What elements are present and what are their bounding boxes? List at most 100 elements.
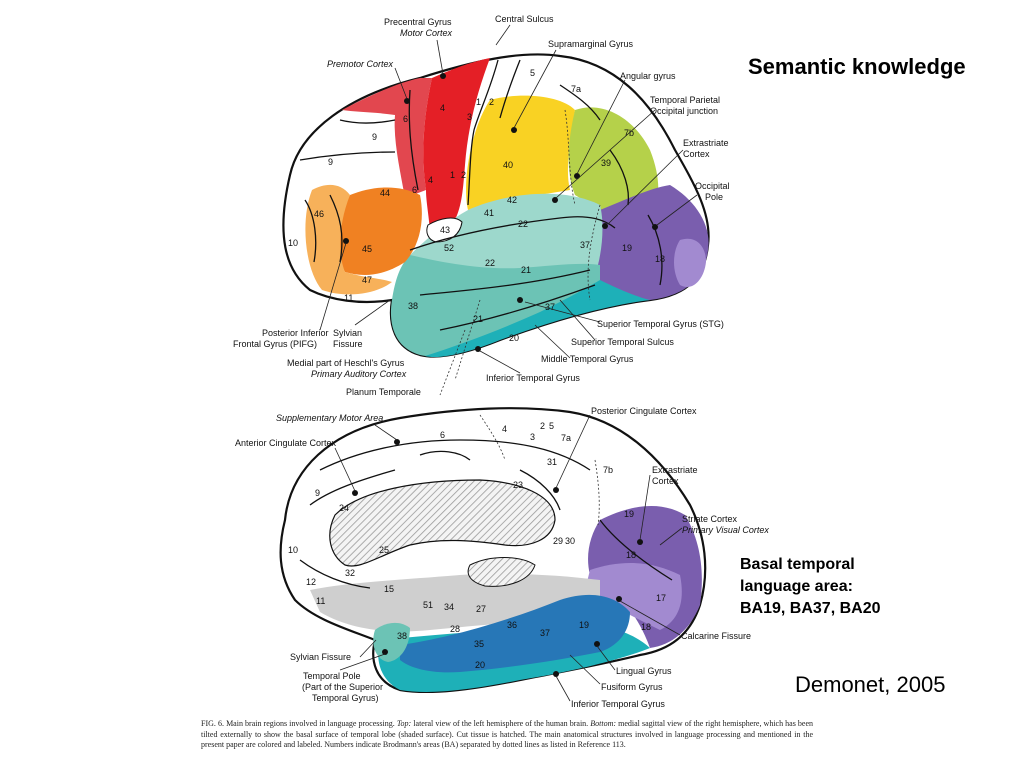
label-itg-medial: Inferior Temporal Gyrus [571,699,665,709]
medial-view: 6 4 2 5 3 7a 31 23 7b 9 24 10 32 25 12 1… [235,406,769,709]
ba-lat-44: 44 [380,188,390,198]
caption-top-text: lateral view of the left hemisphere of t… [411,719,591,728]
label-central-sulcus: Central Sulcus [495,14,554,24]
label-tpo-1: Temporal Parietal [650,95,720,105]
region-temporal [390,255,600,357]
label-supramarginal-gyrus: Supramarginal Gyrus [548,39,634,49]
ba-lat-11: 11 [344,293,353,303]
medial-region-striate [585,563,682,630]
label-heschl-2: Primary Auditory Cortex [311,369,407,379]
dot-temporal-pole [382,649,388,655]
dot-sma [394,439,400,445]
ba-lat-45: 45 [362,244,372,254]
label-occipital-2: Pole [705,192,723,202]
ba-med-20: 20 [475,660,485,670]
label-calcarine: Calcarine Fissure [681,631,751,641]
label-itg-lateral: Inferior Temporal Gyrus [486,373,580,383]
ba-med-6: 6 [440,430,445,440]
label-motor-cortex: Motor Cortex [400,28,453,38]
label-sylvian-medial: Sylvian Fissure [290,652,351,662]
dot-pifg [343,238,349,244]
ba-med-28: 28 [450,624,460,634]
ba-med-18b: 18 [641,622,651,632]
ba-lat-40: 40 [503,160,513,170]
region-occipital-pole [674,238,706,288]
caption-fig-label: FIG. 6. [201,719,224,728]
ba-med-9: 9 [315,488,320,498]
ba-lat-1b: 1 [450,170,455,180]
ba-lat-46: 46 [314,209,324,219]
ba-med-3: 3 [530,432,535,442]
label-pcc: Posterior Cingulate Cortex [591,406,697,416]
ba-med-12: 12 [306,577,316,587]
label-striate-2: Primary Visual Cortex [682,525,769,535]
ba-med-18a: 18 [626,550,636,560]
label-precentral-gyrus: Precentral Gyrus [384,17,452,27]
ba-med-7a: 7a [561,433,571,443]
ba-med-35: 35 [474,639,484,649]
ba-med-19a: 19 [624,509,634,519]
region-pars-orbitalis [305,184,392,295]
ba-lat-4a: 4 [440,103,445,113]
ba-med-5: 5 [549,421,554,431]
caption-bottom-text: medial sagittal view of the right hemisp… [201,719,814,750]
label-tpo-2: Occipital junction [650,106,718,116]
ba-med-29: 29 [553,536,563,546]
ba-lat-22a: 22 [518,219,528,229]
ba-med-7b: 7b [603,465,613,475]
dot-premotor [404,98,410,104]
ba-med-23: 23 [513,480,523,490]
ba-lat-37a: 37 [580,240,590,250]
ba-lat-38: 38 [408,301,418,311]
label-stg: Superior Temporal Gyrus (STG) [597,319,724,329]
ba-lat-7a: 7a [571,84,581,94]
dot-extrastriate-medial [637,539,643,545]
basal-note-line-1: Basal temporal [740,556,855,573]
ba-med-34: 34 [444,602,454,612]
ba-lat-2a: 2 [489,97,494,107]
ba-lat-9a: 9 [372,132,377,142]
label-premotor-cortex: Premotor Cortex [327,59,394,69]
ba-lat-4b: 4 [428,175,433,185]
medial-region-basal-blue [400,594,630,673]
label-pifg-2: Frontal Gyrus (PIFG) [233,339,317,349]
label-fusiform: Fusiform Gyrus [601,682,663,692]
ba-med-38: 38 [397,631,407,641]
ba-med-24: 24 [339,503,349,513]
basal-note-line-2: language area: [740,578,853,595]
label-angular-gyrus: Angular gyrus [620,71,676,81]
label-heschl-1: Medial part of Heschl's Gyrus [287,358,405,368]
ba-lat-1a: 1 [476,97,481,107]
dot-tpo [552,197,558,203]
ba-med-32: 32 [345,568,355,578]
region-motor [423,58,490,230]
medial-region-midbrain-hatch [467,557,536,587]
ba-med-36: 36 [507,620,517,630]
ba-lat-52: 52 [444,243,454,253]
label-striate-1: Striate Cortex [682,514,738,524]
dot-pcc [553,487,559,493]
dot-itg-medial [553,671,559,677]
ba-med-27: 27 [476,604,486,614]
label-sts: Superior Temporal Sulcus [571,337,674,347]
label-temporal-pole-1: Temporal Pole [303,671,361,681]
ba-med-10: 10 [288,545,298,555]
ba-med-17: 17 [656,593,666,603]
label-extrastriate-medial-2: Cortex [652,476,679,486]
label-sma: Supplementary Motor Area [276,413,383,423]
lateral-view: 6 4 3 1 2 5 7a 9 9 6 4 1 2 40 7b 39 44 4… [233,14,730,397]
basal-temporal-note: Basal temporal language area: BA19, BA37… [740,554,881,620]
region-temporal-base [425,280,650,358]
dot-calcarine [616,596,622,602]
ba-med-30: 30 [565,536,575,546]
ba-lat-21a: 21 [521,265,531,275]
label-temporal-pole-3: Temporal Gyrus) [312,693,379,703]
medial-region-corpus-callosum [329,479,556,567]
dot-extrastriate [602,223,608,229]
label-pifg-1: Posterior Inferior [262,328,329,338]
label-temporal-pole-2: (Part of the Superior [302,682,383,692]
ba-med-31: 31 [547,457,557,467]
ba-lat-19: 19 [622,243,632,253]
ba-lat-47: 47 [362,275,372,285]
